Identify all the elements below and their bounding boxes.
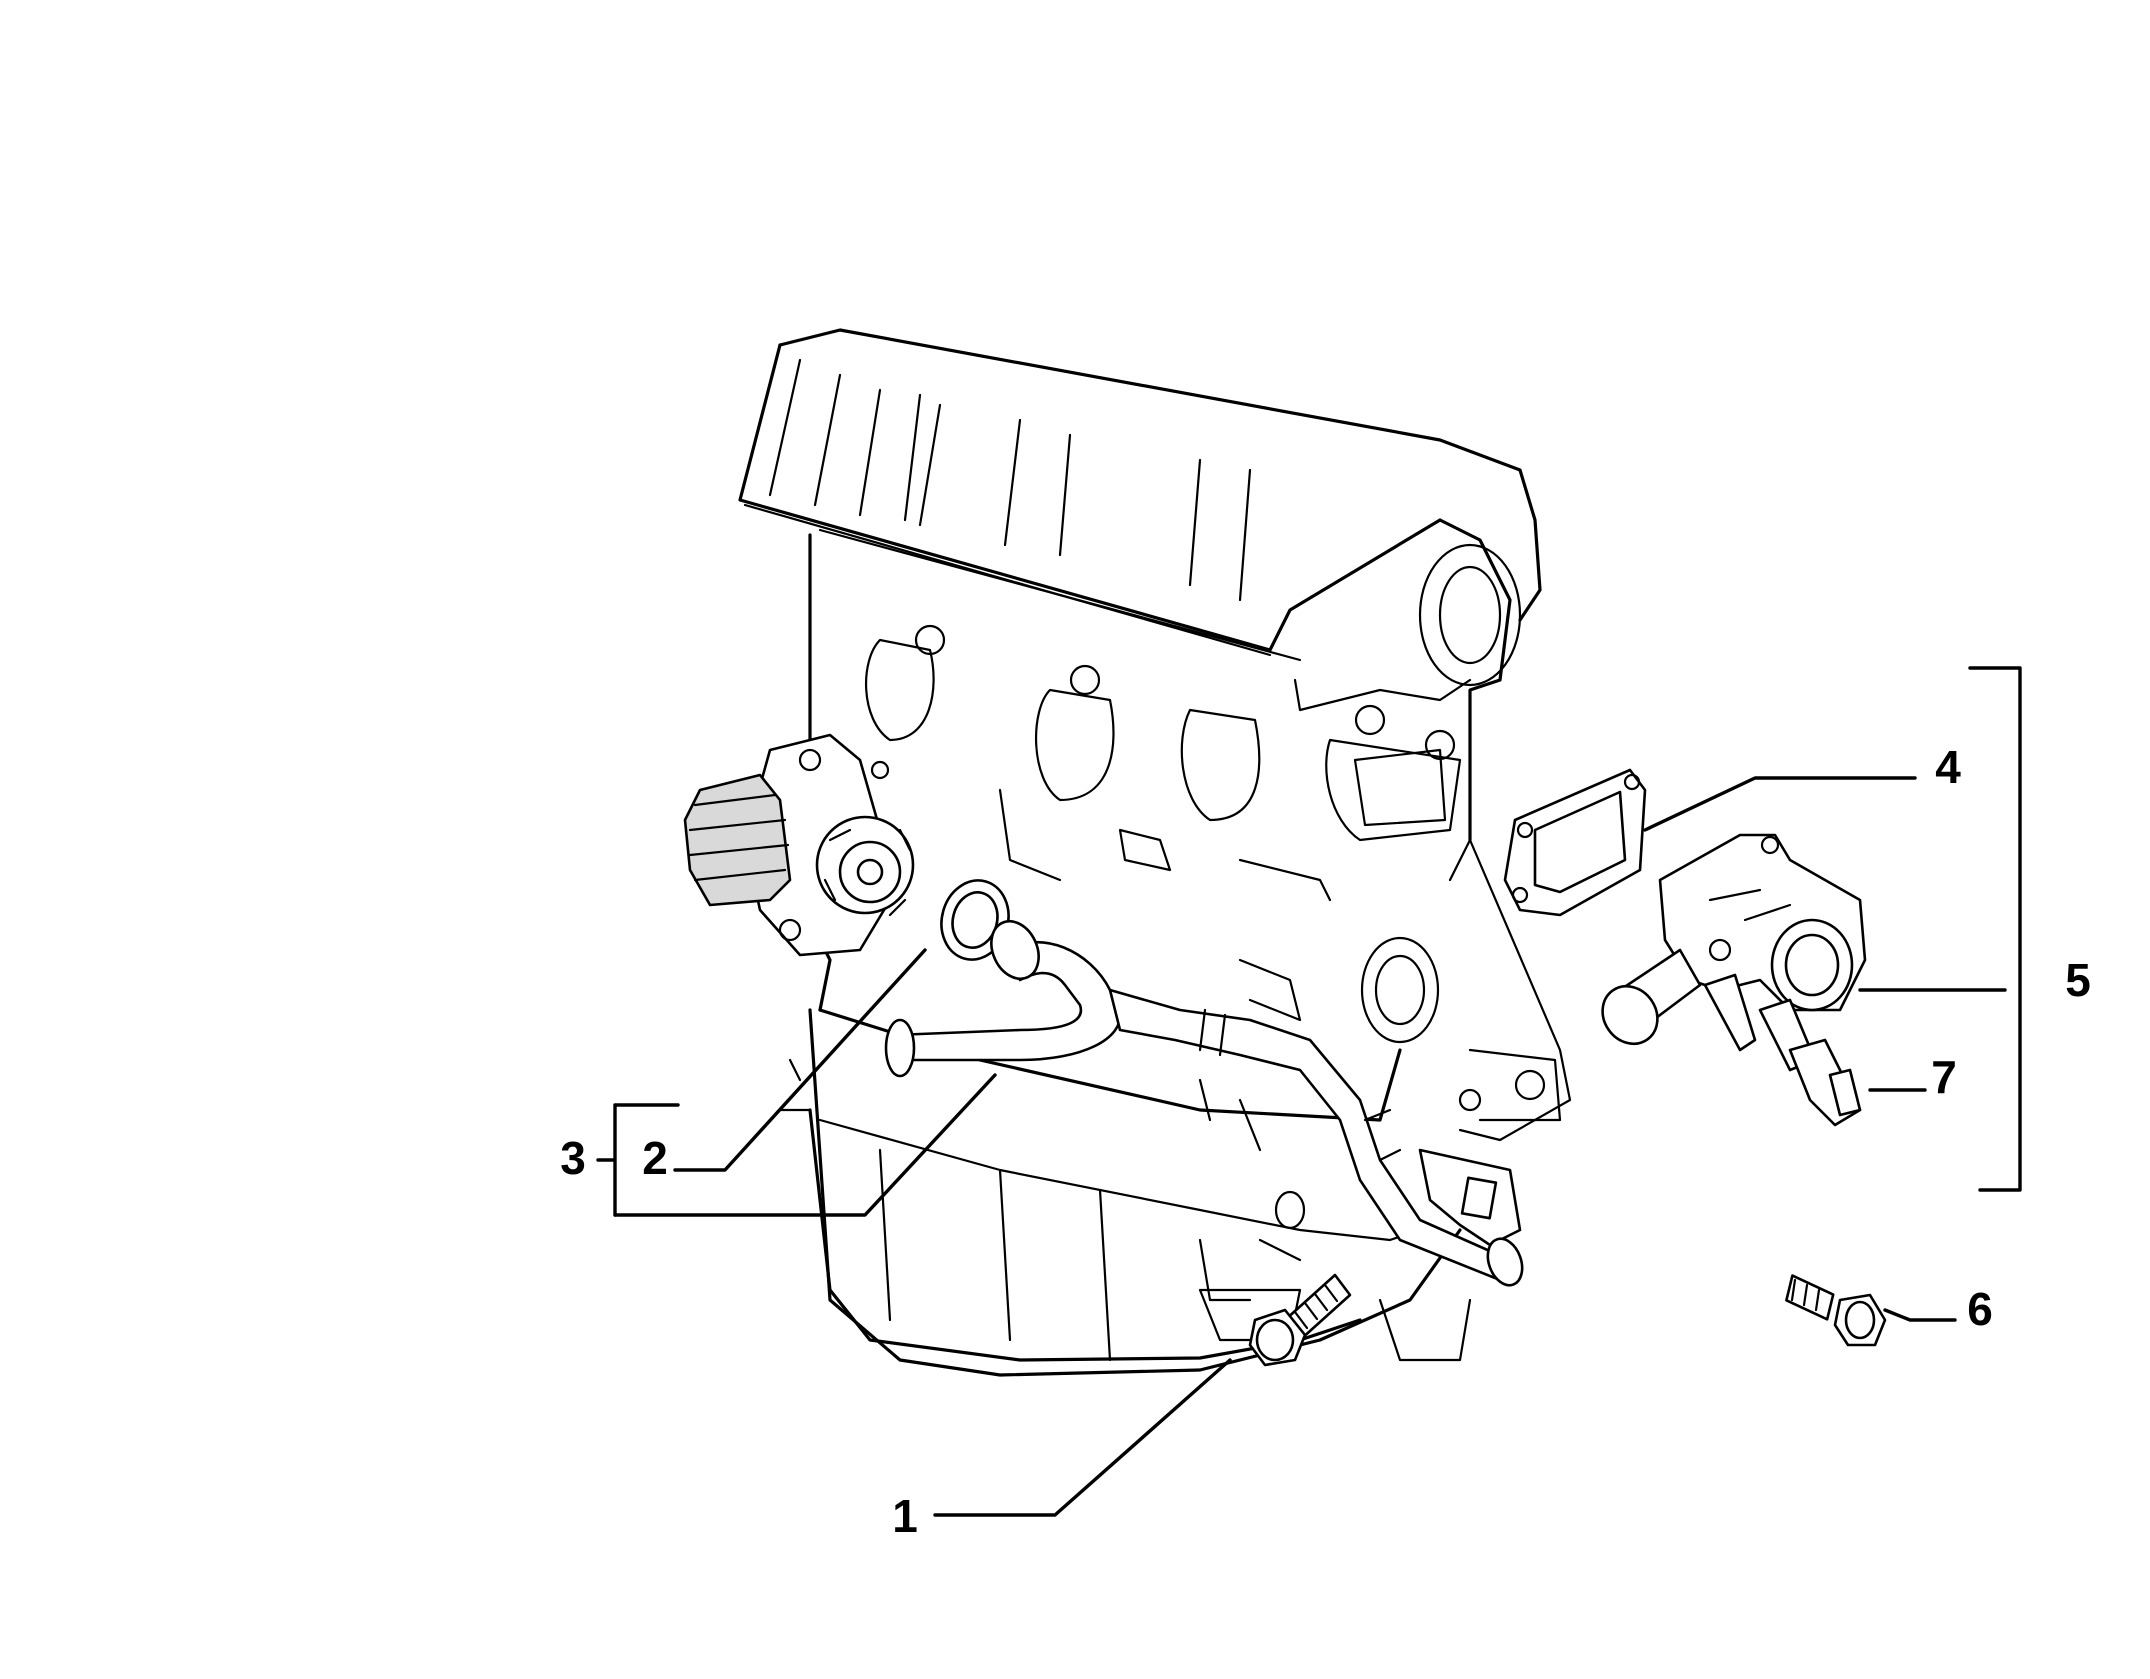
thermostat-housing [1601, 833, 1867, 1052]
leader-lines [596, 666, 2022, 1517]
leader-2 [673, 948, 927, 1172]
water-pump [683, 733, 915, 957]
leader-4 [1643, 776, 1917, 832]
bracket-3 [596, 1103, 680, 1217]
leader-1 [933, 1358, 1232, 1517]
callout-1: 1 [892, 1490, 918, 1542]
callout-2: 2 [642, 1132, 668, 1184]
engine-block [738, 328, 1572, 1377]
temperature-sensor [1758, 998, 1862, 1127]
bracket-5 [1968, 666, 2022, 1192]
callout-7: 7 [1931, 1051, 1957, 1103]
callout-3: 3 [560, 1132, 586, 1184]
housing-bolt [1785, 1274, 1887, 1347]
thermostat-gasket [1503, 768, 1647, 917]
callout-5: 5 [2065, 954, 2091, 1006]
callout-labels: 1 2 3 4 5 6 7 [560, 741, 2091, 1542]
coolant-pipe [884, 919, 1524, 1287]
leader-6 [1883, 1308, 1957, 1322]
callout-6: 6 [1967, 1283, 1993, 1335]
leader-3 [613, 1073, 997, 1217]
callout-4: 4 [1935, 741, 1961, 793]
drain-bolt [1248, 1273, 1352, 1367]
